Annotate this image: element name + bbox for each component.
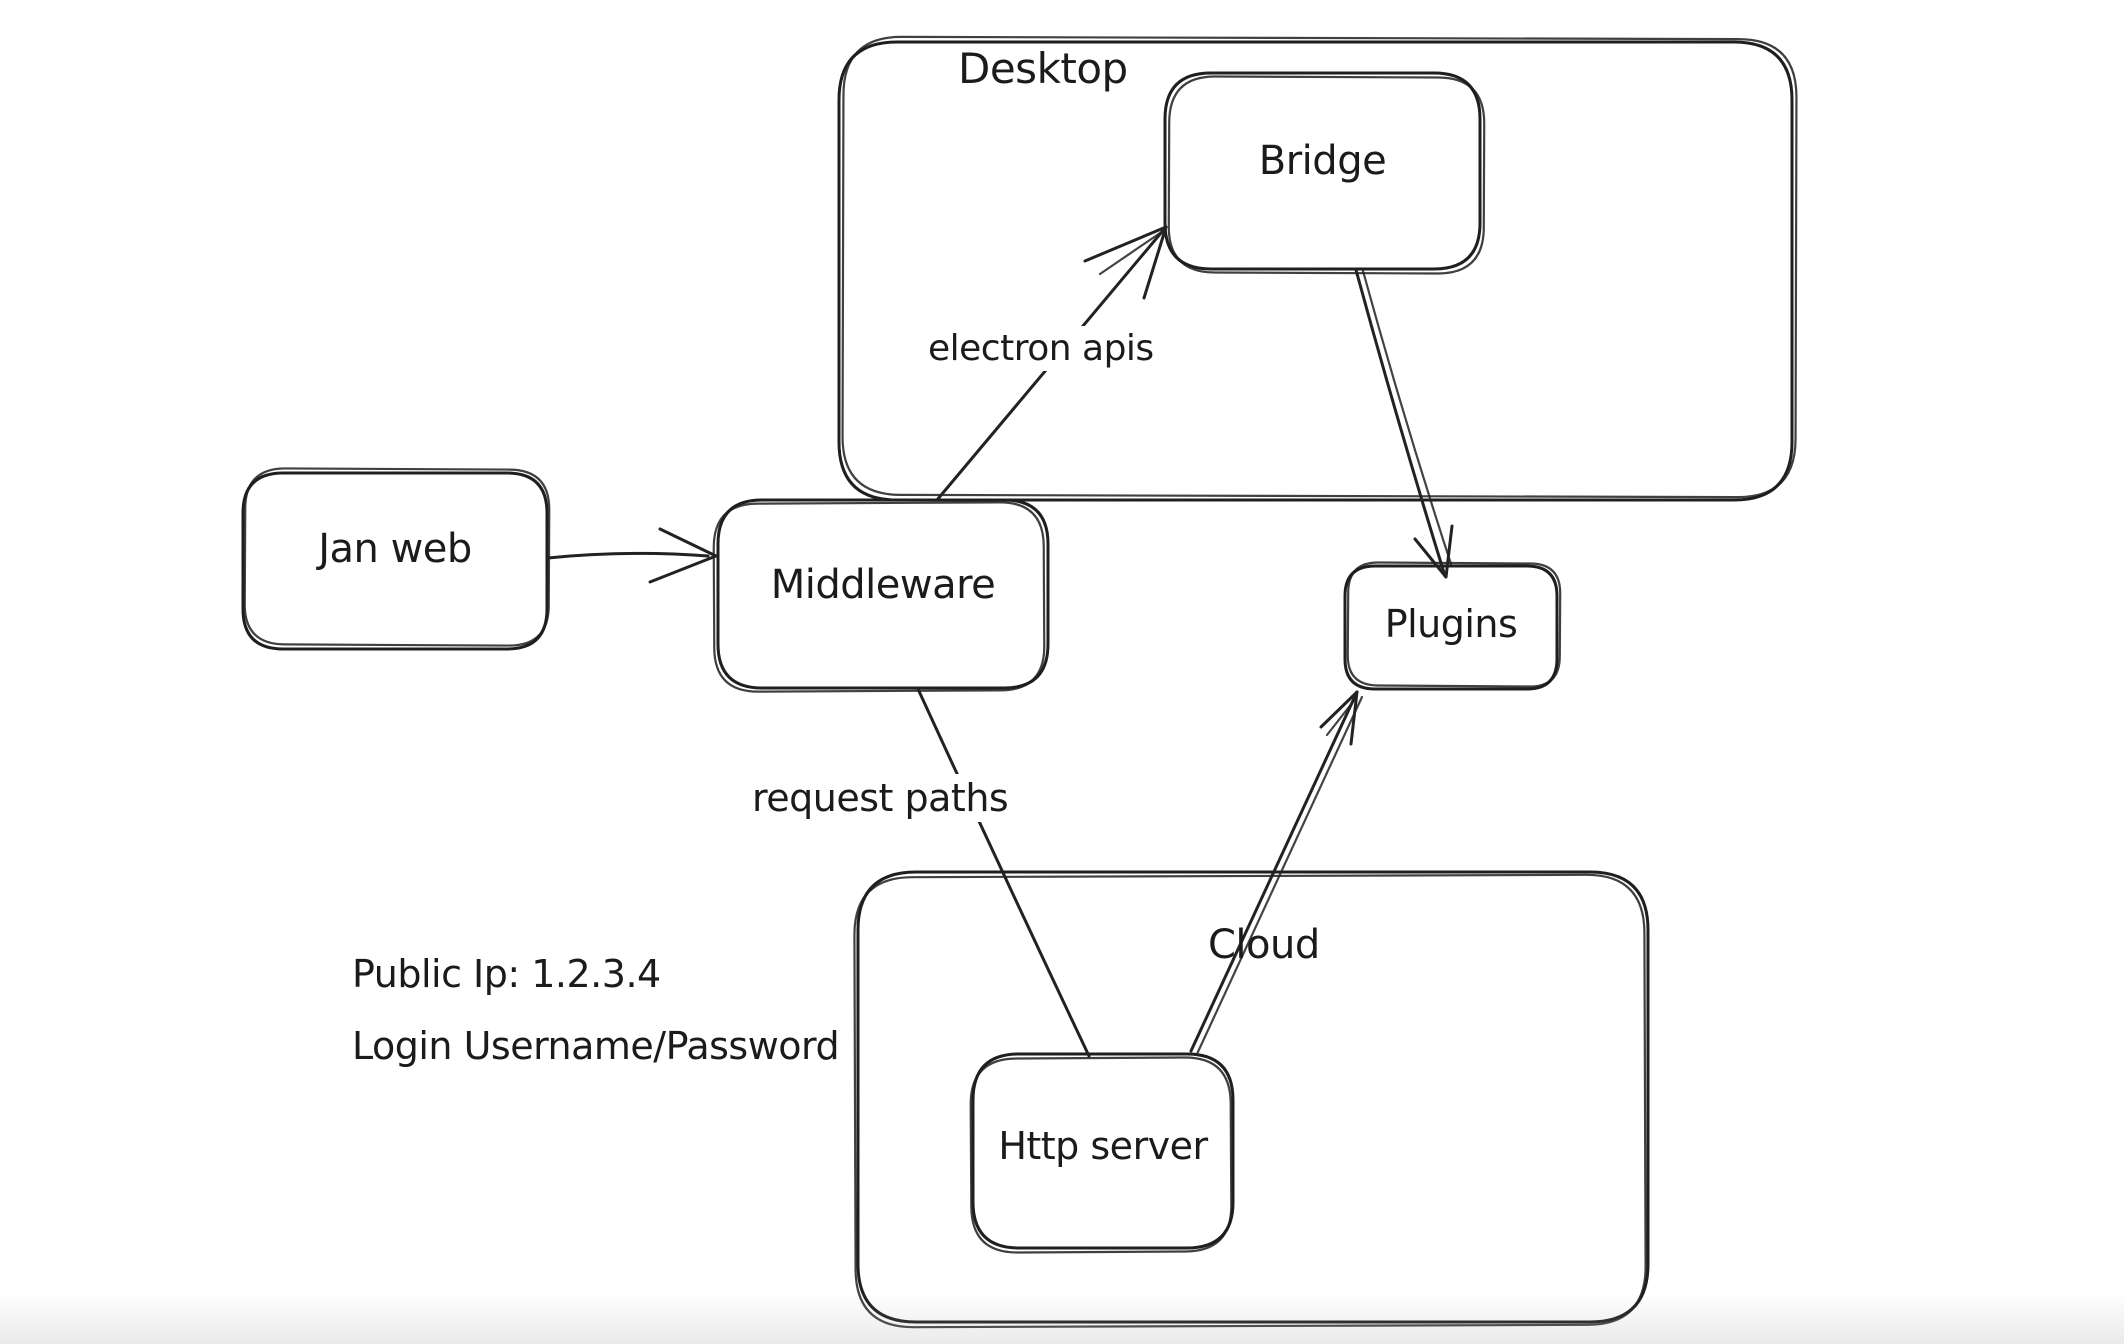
edge-bridge-to-plugins-line bbox=[1354, 268, 1447, 578]
node-plugins-label[interactable]: Plugins bbox=[1384, 602, 1518, 646]
note-public-ip[interactable]: Public Ip: 1.2.3.4 bbox=[352, 952, 661, 996]
container-desktop-box[interactable] bbox=[837, 35, 1798, 502]
edge-http-server-to-plugins[interactable] bbox=[1189, 690, 1364, 1056]
node-bridge-outline bbox=[1163, 71, 1482, 271]
edge-middleware-to-http-server-label[interactable]: request paths bbox=[742, 774, 1019, 822]
note-login-credentials[interactable]: Login Username/Password bbox=[352, 1024, 840, 1068]
node-http-server-box[interactable] bbox=[969, 1052, 1235, 1254]
edge-http-server-to-plugins-line-sketch bbox=[1195, 695, 1364, 1056]
edge-middleware-to-http-server-line bbox=[916, 687, 1091, 1058]
container-cloud-box[interactable] bbox=[853, 870, 1650, 1329]
edge-http-server-to-plugins-arrowhead bbox=[1319, 690, 1359, 746]
container-desktop-label[interactable]: Desktop bbox=[958, 44, 1128, 93]
edge-bridge-to-plugins-line-sketch bbox=[1361, 269, 1453, 566]
node-jan-web-label[interactable]: Jan web bbox=[318, 526, 472, 572]
edge-middleware-to-bridge-label[interactable]: electron apis bbox=[918, 326, 1164, 371]
node-middleware-box[interactable] bbox=[712, 498, 1050, 693]
edge-jan-web-to-middleware-arrowhead bbox=[648, 527, 718, 584]
node-jan-web-outline bbox=[241, 471, 549, 651]
container-cloud-outline bbox=[856, 870, 1650, 1324]
edge-http-server-to-plugins-line bbox=[1189, 690, 1359, 1053]
node-plugins-outline bbox=[1343, 564, 1559, 691]
node-jan-web-box[interactable] bbox=[241, 467, 551, 651]
node-http-server-label[interactable]: Http server bbox=[998, 1124, 1208, 1168]
edge-bridge-to-plugins[interactable] bbox=[1354, 268, 1454, 579]
edge-middleware-to-bridge-arrowhead-sketch bbox=[1098, 229, 1165, 276]
node-bridge-label[interactable]: Bridge bbox=[1258, 138, 1387, 184]
node-plugins-outline-sketch bbox=[1346, 561, 1562, 688]
edge-http-server-to-plugins-arrowhead-sketch bbox=[1325, 696, 1358, 737]
edge-bridge-to-plugins-arrowhead bbox=[1413, 524, 1454, 579]
node-bridge-box[interactable] bbox=[1163, 71, 1486, 275]
node-middleware-label[interactable]: Middleware bbox=[770, 562, 996, 608]
node-jan-web-outline-sketch bbox=[243, 467, 551, 647]
node-middleware-outline bbox=[716, 498, 1050, 690]
edge-middleware-to-http-server[interactable] bbox=[916, 687, 1091, 1058]
container-desktop-outline bbox=[837, 40, 1794, 502]
edge-jan-web-to-middleware[interactable] bbox=[546, 527, 718, 584]
edge-jan-web-to-middleware-line bbox=[546, 551, 710, 560]
node-middleware-outline-sketch bbox=[712, 501, 1046, 693]
container-cloud-label[interactable]: Cloud bbox=[1208, 922, 1320, 968]
node-http-server-outline-sketch bbox=[969, 1056, 1233, 1254]
container-desktop-outline-sketch bbox=[841, 35, 1798, 499]
container-cloud-outline-sketch bbox=[853, 873, 1647, 1329]
node-bridge-outline-sketch bbox=[1167, 75, 1486, 275]
edge-middleware-to-bridge-arrowhead bbox=[1083, 225, 1168, 300]
node-plugins-box[interactable] bbox=[1343, 561, 1562, 691]
